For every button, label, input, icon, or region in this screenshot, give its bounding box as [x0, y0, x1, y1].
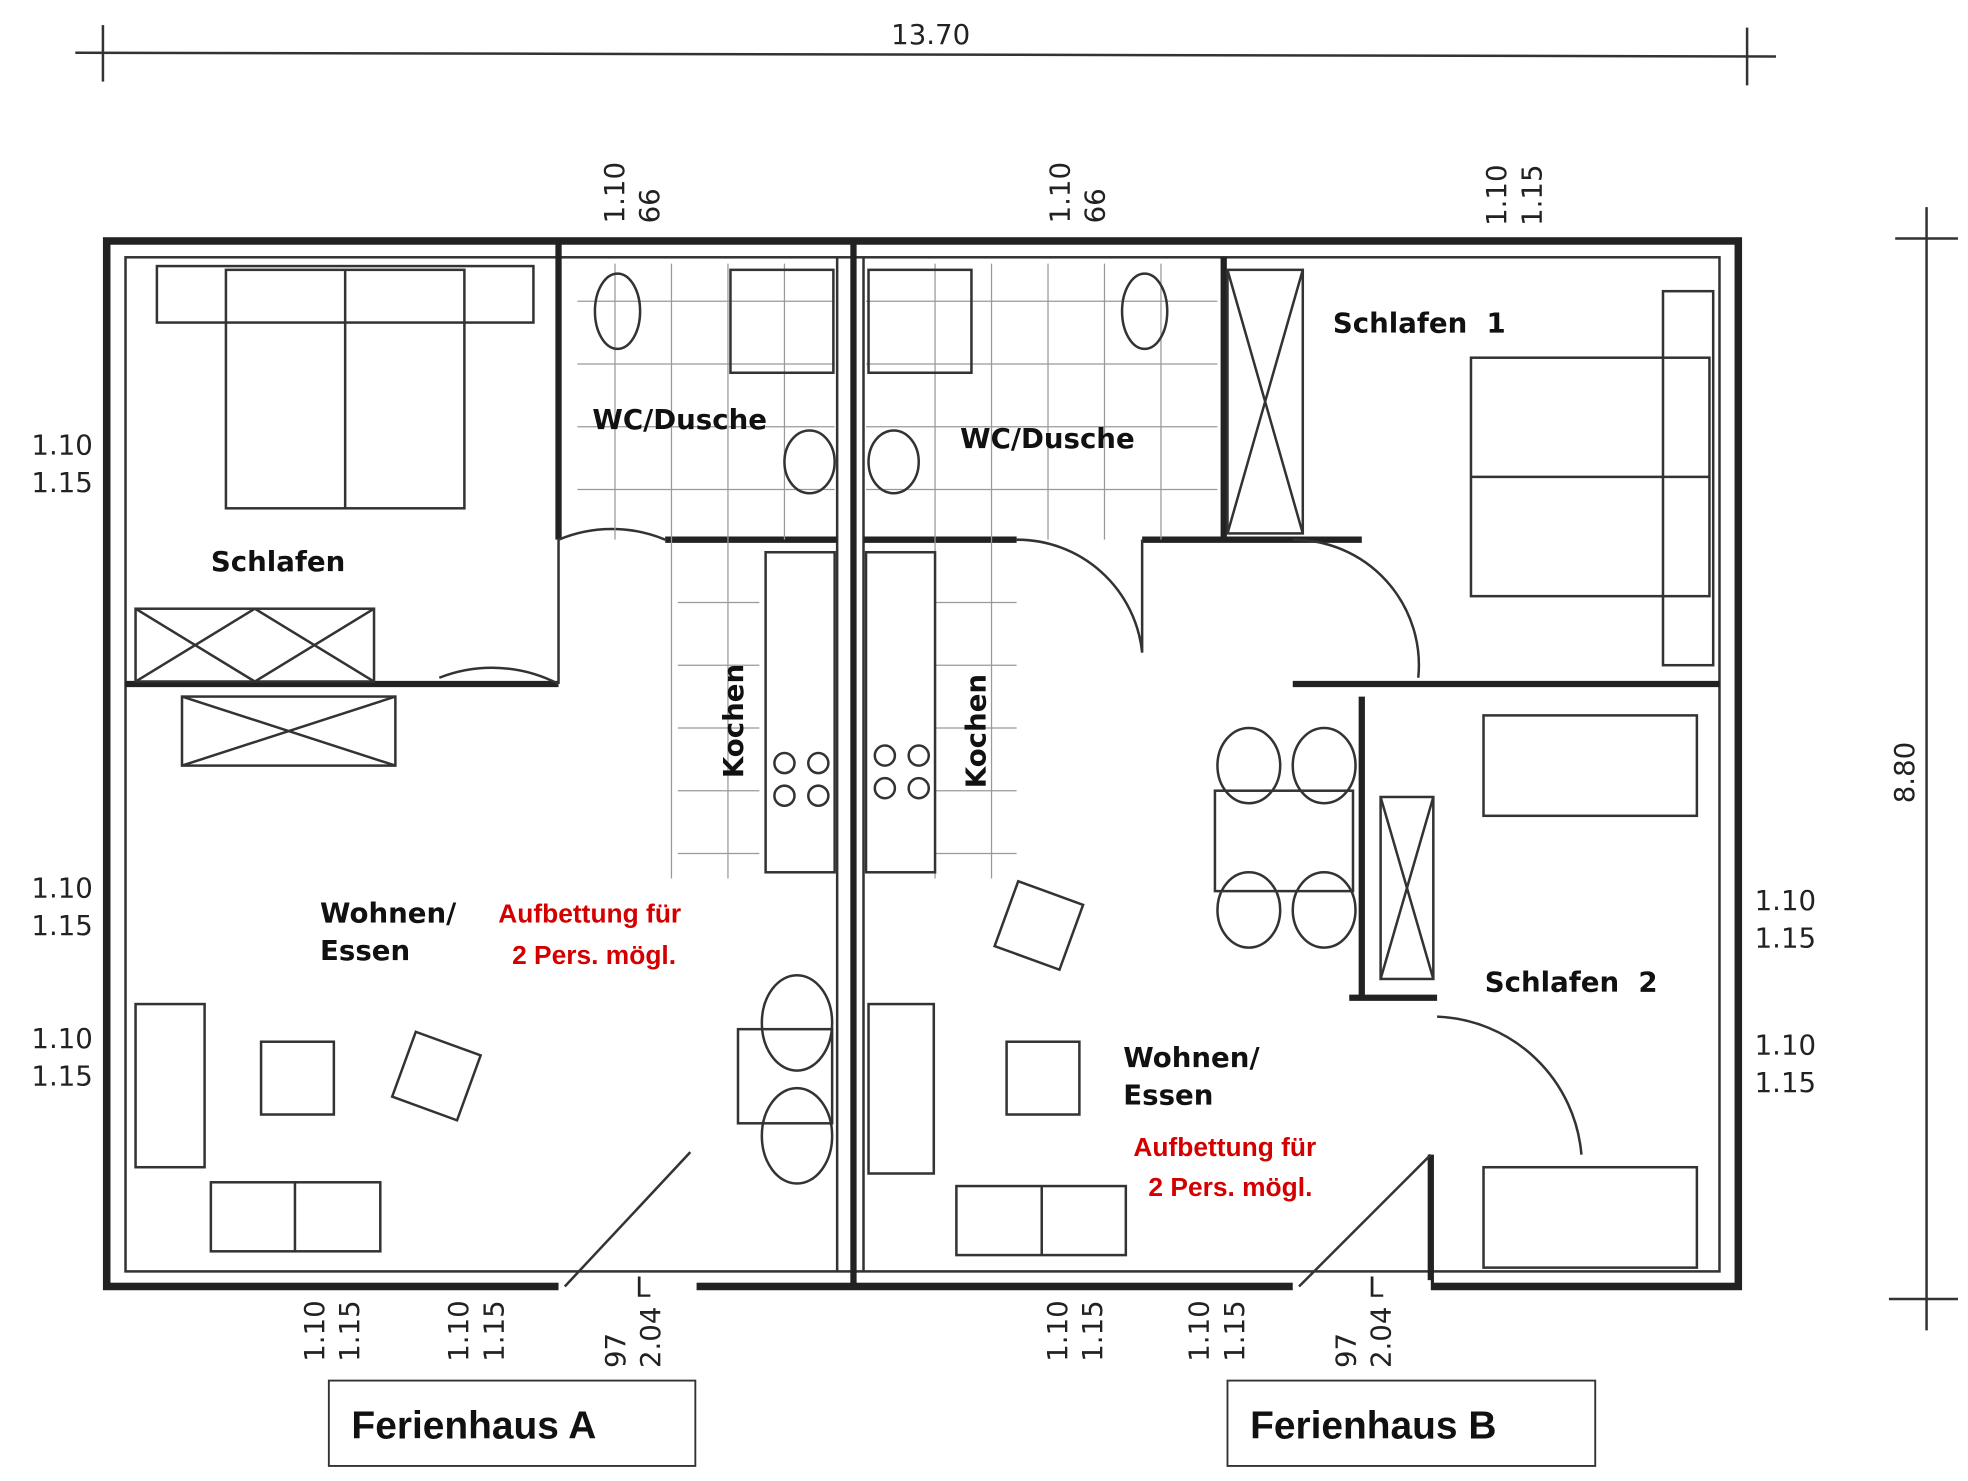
- window-dim: 1.15: [1755, 922, 1816, 955]
- room-wohnen-b: Wohnen/: [1123, 1041, 1260, 1074]
- house-labels: Ferienhaus A Ferienhaus B: [327, 1379, 1597, 1467]
- window-dim: 1.15: [1076, 1300, 1109, 1361]
- room-essen-b: Essen: [1123, 1078, 1213, 1111]
- window-dim: 1.10: [31, 428, 92, 461]
- note-b-line1: Aufbettung für: [1133, 1132, 1316, 1162]
- room-wc-b: WC/Dusche: [960, 422, 1135, 455]
- note-a-line2: 2 Pers. mögl.: [512, 940, 676, 970]
- room-schlafen2-b: Schlafen 2: [1485, 966, 1658, 999]
- label-ferienhaus-b: Ferienhaus B: [1250, 1404, 1496, 1447]
- window-dim: 66: [1078, 188, 1111, 223]
- furniture: [134, 264, 1715, 1269]
- window-dim: 1.15: [31, 1060, 92, 1093]
- walls: [102, 237, 1743, 1293]
- width-label: 13.70: [891, 18, 970, 51]
- room-wohnen-a: Wohnen/: [320, 896, 457, 929]
- window-dim: 1.10: [598, 162, 631, 223]
- door-dim: 2.04: [1365, 1307, 1398, 1368]
- door-mark: L: [1368, 1271, 1384, 1304]
- label-ferienhaus-a: Ferienhaus A: [351, 1404, 596, 1447]
- depth-dimension: 8.80: [1888, 207, 1958, 1331]
- width-dimension: 13.70: [75, 18, 1776, 86]
- room-kochen-b: Kochen: [959, 674, 992, 788]
- window-dim: 1.10: [1041, 1300, 1074, 1361]
- room-schlafen-a: Schlafen: [211, 545, 345, 578]
- tiles: [577, 263, 1218, 879]
- window-dim: 1.15: [333, 1300, 366, 1361]
- window-dim: 1.10: [1043, 162, 1076, 223]
- depth-label: 8.80: [1888, 742, 1921, 803]
- window-dim: 1.15: [1515, 164, 1548, 225]
- window-dim: 66: [633, 188, 666, 223]
- window-dim: 1.10: [442, 1300, 475, 1361]
- extra-bed-notes: Aufbettung für 2 Pers. mögl. Aufbettung …: [498, 898, 1316, 1202]
- window-dim: 1.10: [1755, 884, 1816, 917]
- window-dim: 1.15: [477, 1300, 510, 1361]
- window-dim: 1.10: [1183, 1300, 1216, 1361]
- window-dim: 1.10: [298, 1300, 331, 1361]
- door-mark: L: [635, 1271, 651, 1304]
- window-dim: 1.15: [1755, 1066, 1816, 1099]
- room-essen-a: Essen: [320, 934, 410, 967]
- room-labels: Schlafen WC/Dusche Kochen Wohnen/ Essen …: [211, 307, 1658, 1112]
- window-dim: 1.10: [1480, 164, 1513, 225]
- room-wc-a: WC/Dusche: [592, 403, 767, 436]
- window-dim: 1.10: [1755, 1028, 1816, 1061]
- window-dim: 1.10: [31, 871, 92, 904]
- door-dim: 2.04: [634, 1307, 667, 1368]
- window-dim: 1.15: [31, 909, 92, 942]
- note-b-line2: 2 Pers. mögl.: [1148, 1172, 1312, 1202]
- window-dim: 1.10: [31, 1022, 92, 1055]
- door-dim: 97: [599, 1333, 632, 1368]
- window-dim: 1.15: [1218, 1300, 1251, 1361]
- window-dim: 1.15: [31, 466, 92, 499]
- room-schlafen1-b: Schlafen 1: [1333, 307, 1506, 340]
- room-kochen-a: Kochen: [717, 664, 750, 778]
- note-a-line1: Aufbettung für: [498, 898, 681, 928]
- door-dim: 97: [1330, 1333, 1363, 1368]
